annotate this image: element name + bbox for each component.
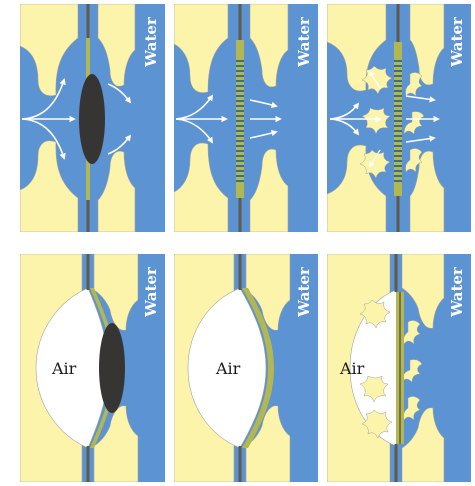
dark-plug (79, 74, 105, 164)
membrane-stripe (236, 60, 244, 62)
air-label: Air (339, 359, 365, 378)
membrane-stripe (394, 65, 402, 67)
membrane-stripe (394, 135, 402, 137)
membrane-stripe (236, 170, 244, 172)
membrane-stripe (394, 110, 402, 112)
water-label: Water (448, 16, 466, 68)
air-label: Air (51, 359, 77, 378)
membrane-stripe (394, 70, 402, 72)
membrane-stripe (236, 90, 244, 92)
membrane-stripe (394, 155, 402, 157)
membrane-stripe (236, 165, 244, 167)
membrane-stripe (236, 105, 244, 107)
membrane-stripe (236, 175, 244, 177)
membrane-stripe (394, 145, 402, 147)
water-label: Water (295, 16, 313, 68)
membrane-stripe (394, 80, 402, 82)
striped-membrane (236, 40, 244, 198)
membrane-stripe (236, 140, 244, 142)
panel-bottom-3: Air Water (327, 254, 471, 482)
membrane-stripe (236, 145, 244, 147)
membrane-stripe (394, 120, 402, 122)
membrane-stripe (236, 80, 244, 82)
membrane-stripe (394, 75, 402, 77)
membrane-stripe (236, 100, 244, 102)
water-label: Water (142, 16, 160, 68)
membrane-stripe (236, 115, 244, 117)
air-label: Air (215, 359, 241, 378)
panel-bottom-2: Air Water (174, 254, 318, 482)
panel-top-2: Water (174, 4, 318, 232)
membrane-stripe (236, 110, 244, 112)
membrane-stripe (394, 180, 402, 182)
membrane-stripe (394, 85, 402, 87)
membrane-stripe (394, 175, 402, 177)
dark-plug (99, 323, 125, 413)
membrane-stripe (236, 180, 244, 182)
membrane-stripe (394, 105, 402, 107)
membrane-stripe (394, 160, 402, 162)
membrane-stripe (394, 60, 402, 62)
membrane-stripe (394, 165, 402, 167)
membrane-stripe (394, 115, 402, 117)
membrane-stripe (394, 125, 402, 127)
water-label: Water (142, 266, 160, 318)
membrane-stripe (236, 70, 244, 72)
membrane-stripe (394, 140, 402, 142)
membrane-stripe (236, 120, 244, 122)
membrane-stripe (236, 65, 244, 67)
panel-bottom-1: Air Water (20, 254, 165, 482)
water-label: Water (448, 266, 466, 318)
membrane-stripe (236, 150, 244, 152)
membrane-stripe (394, 150, 402, 152)
membrane-stripe (394, 90, 402, 92)
water-label: Water (295, 266, 313, 318)
membrane-stripe (236, 85, 244, 87)
membrane-stripe (394, 100, 402, 102)
membrane-stripe (236, 125, 244, 127)
panel-top-3: Water (327, 4, 471, 232)
membrane-stripe (394, 95, 402, 97)
membrane-stripe (236, 95, 244, 97)
membrane-stripe (236, 160, 244, 162)
membrane-stripe (236, 130, 244, 132)
membrane-stripe (394, 130, 402, 132)
membrane-stripe (236, 155, 244, 157)
membrane-stripe (394, 170, 402, 172)
panel-top-1: Water (20, 4, 165, 232)
membrane-stripe (236, 135, 244, 137)
membrane-stripe (236, 75, 244, 77)
